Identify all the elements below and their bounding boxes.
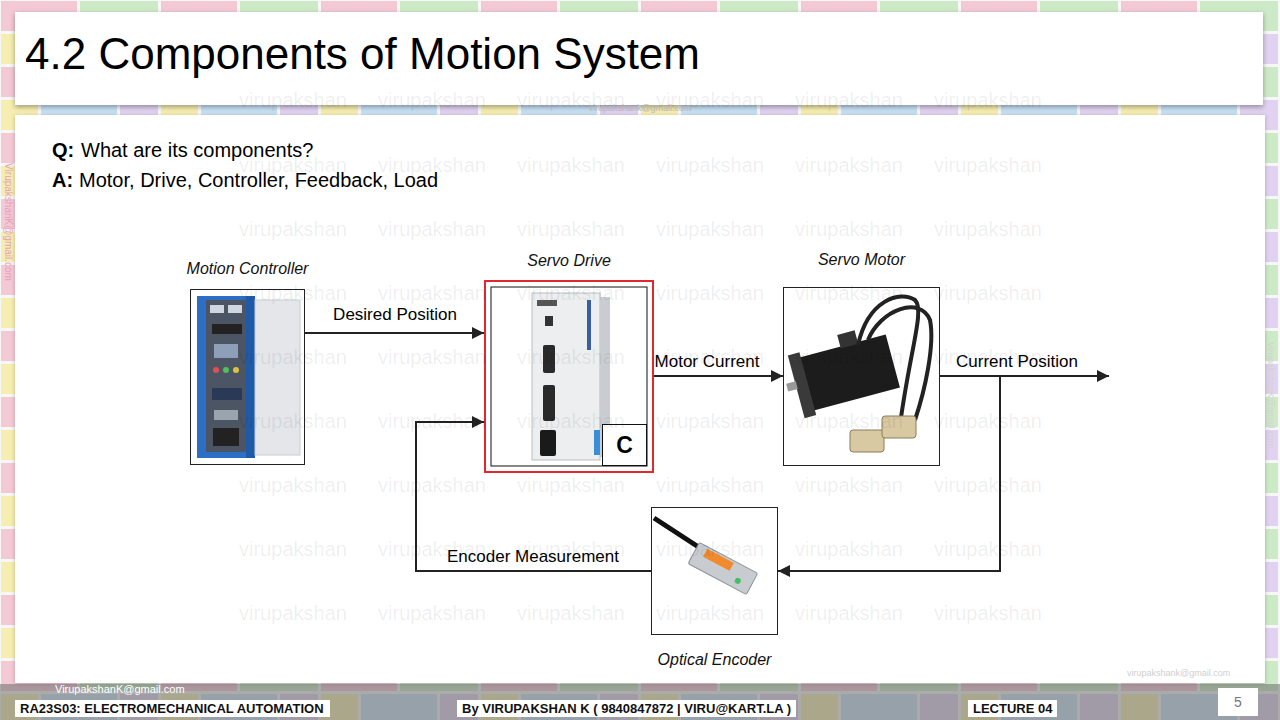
box-caption: Servo Motor [818,251,905,269]
motor-box: Servo Motor [783,287,940,466]
box-caption: Optical Encoder [658,651,772,669]
signal-arrow [778,376,1000,571]
servo-motor-picture [858,296,918,425]
optical-encoder-picture [652,508,777,634]
slide-title: 4.2 Components of Motion System [25,29,700,79]
motion-controller-picture [197,296,255,458]
motion-controller-picture [214,410,238,420]
optical-encoder-picture [688,542,758,594]
motion-controller-picture [214,344,238,358]
servo-drive-picture [491,287,647,466]
motion-controller-picture [210,305,224,313]
servo-drive-picture [543,385,555,421]
box-label: C [603,425,646,465]
email-watermark: VirupakshanK@gmail.com [1266,342,1276,448]
motion-controller-picture [233,367,239,373]
optical-encoder-picture [734,577,742,585]
motion-controller-picture [223,367,229,373]
optical-encoder-picture [688,542,758,594]
email-watermark: VirupakshanK@gmail.com [3,163,14,281]
drive-tag-box: C [602,424,647,466]
servo-motor-picture [777,323,901,421]
servo-motor-picture [868,307,931,420]
servo-motor-picture [783,287,940,466]
output-arrow [1000,375,1109,377]
motion-controller-picture [191,290,304,464]
motion-controller-picture [213,367,219,373]
drive-box: Servo DriveC [484,280,654,473]
servo-motor-picture [794,334,900,412]
signal-arrow [305,332,484,334]
motion-controller-picture [212,324,242,334]
motion-controller-picture [191,290,304,464]
box-caption: Servo Drive [527,252,611,270]
motion-controller-picture [213,428,239,446]
optical-encoder-picture [654,518,700,548]
servo-drive-picture [532,293,600,460]
servo-motor-picture [882,416,916,438]
optical-encoder-picture [703,549,734,571]
footer-band [0,684,1280,720]
controller-box: Motion Controller [190,289,305,465]
motion-controller-picture [206,300,246,452]
encoder-box: Optical Encoder [651,507,778,635]
servo-drive-picture [543,345,555,373]
motion-controller-picture [255,300,300,455]
servo-drive-picture [594,430,600,455]
servo-motor-picture [850,430,884,452]
servo-motor-picture [837,330,858,348]
servo-drive-picture [537,300,557,306]
servo-drive-picture [540,430,556,456]
signal-arrow [416,422,651,571]
content-panel [15,115,1265,683]
motion-controller-picture [212,388,242,400]
optical-encoder-picture [652,508,777,634]
servo-drive-picture [545,316,553,326]
servo-motor-picture [786,381,798,391]
servo-drive-picture [587,300,591,350]
box-caption: Motion Controller [187,260,309,278]
servo-motor-picture [788,352,816,418]
motion-controller-picture [228,305,242,313]
motion-controller-picture [246,296,255,458]
servo-drive-picture [491,287,647,466]
signal-arrow [654,375,783,377]
servo-motor-picture [777,287,940,466]
